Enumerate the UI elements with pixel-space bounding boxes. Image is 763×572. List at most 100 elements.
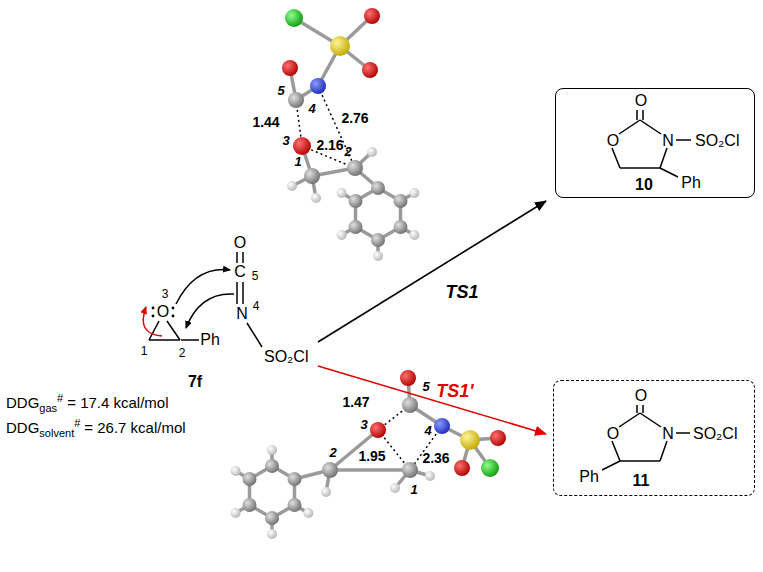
atom-number: 4 (308, 102, 315, 115)
ts1-prime-model-part-part (267, 445, 277, 455)
ts1-prime-model-part-part (250, 466, 295, 518)
ts1-model-part-part (409, 188, 419, 198)
product-box: O O N SO₂ClPh 10 (555, 88, 755, 198)
product-11-bonds-part (676, 432, 690, 434)
product-10-bonds-part (620, 167, 660, 169)
ts1-model-part-part (282, 60, 298, 76)
ts1-model-part-part (349, 194, 363, 208)
energy-line: DDGgas#= 17.4 kcal/mol (6, 392, 169, 415)
atom-symbol: C (234, 264, 246, 280)
energy-text: # (57, 392, 63, 404)
atom-number: 1 (410, 483, 417, 496)
product-10-bonds-part (660, 148, 667, 168)
product-10-bonds-part (676, 139, 691, 141)
compound-number: 10 (635, 177, 653, 193)
atom-symbol: Ph (579, 469, 599, 485)
ts1-model-part-part (287, 181, 297, 191)
product-box-dashed: OONSO₂ClPh11 (553, 380, 755, 496)
ts1-prime-model-part-part (425, 471, 435, 481)
ts1-model-part-part (285, 9, 303, 27)
distance-label: 1.95 (358, 449, 385, 463)
energy-text: DDG (6, 419, 39, 436)
product-11-bonds-part (612, 441, 620, 461)
curved-arrows (143, 270, 234, 336)
product-11-bonds-part (619, 413, 640, 427)
ts1-prime-model-part-part (322, 462, 338, 478)
transition-state-label: TS1' (436, 382, 473, 400)
atom-symbol: O (607, 133, 619, 149)
curved-arrows-part (176, 270, 230, 304)
distance-label: 2.36 (422, 451, 449, 465)
ts1-prime-model-part-part (321, 487, 331, 497)
atom-symbol: Ph (200, 332, 220, 348)
atom-number: 4 (424, 424, 431, 437)
ts1-prime-model-part-part (243, 472, 257, 486)
distance-label: 1.47 (342, 395, 369, 409)
atom-number: 1 (141, 345, 148, 357)
product-10-bonds-part (640, 120, 661, 134)
ts1-prime-model-part-part (481, 459, 499, 477)
atom-symbol: N (236, 306, 248, 322)
reactant-structure-part (247, 323, 262, 347)
ts1-prime-model-part-part (390, 483, 400, 493)
ts1-prime-model-part-part (265, 459, 279, 473)
ts1-model-part-part (373, 251, 383, 261)
product-11-bonds (602, 405, 690, 470)
atom-number: 2 (179, 347, 186, 359)
atom-symbol: N (662, 133, 674, 149)
atom-symbol: O (635, 388, 647, 404)
reaction-arrows (318, 201, 546, 434)
energy-text: = 17.4 kcal/mol (67, 394, 168, 411)
distance-label: 2.76 (341, 111, 368, 125)
product-11-bonds-part (642, 405, 644, 413)
energy-line: DDGsolvent#= 26.7 kcal/mol (6, 417, 186, 440)
ts1-prime-model-part-part (400, 370, 416, 386)
reactant-structure-part (236, 282, 238, 304)
reactant-structure-part (149, 339, 180, 341)
atom-number: 3 (162, 288, 169, 300)
transition-state-label: TS1 (445, 283, 478, 301)
atom-symbol: SO₂Cl (264, 349, 308, 365)
energy-text: = 26.7 kcal/mol (84, 419, 185, 436)
ts1-model-part-part (364, 8, 380, 24)
ts1-prime-model-part-part (330, 468, 410, 472)
ts1-prime-model-part-part (370, 422, 386, 438)
ts1-model (282, 8, 419, 261)
reactant-structure-part (167, 321, 180, 340)
product-10-bonds (612, 110, 691, 177)
ts1-model-part-part (371, 181, 385, 195)
ts1-prime-model-part-part (402, 397, 418, 413)
product-11-bonds-part (620, 460, 660, 462)
ts1-model-part-part (347, 160, 363, 176)
curved-arrows-part (186, 294, 234, 328)
ts1-prime-model-part-part (454, 460, 470, 476)
atom-symbol: O (234, 235, 246, 251)
distance-label: 1.44 (252, 115, 279, 129)
ts1-prime-model-part-part (231, 466, 241, 476)
ts1-model-part (290, 16, 414, 256)
reactant-structure-part (242, 282, 244, 304)
energy-text: gas (39, 402, 57, 414)
atom-number: 5 (422, 380, 429, 393)
energy-text: # (74, 417, 80, 429)
ts1-model-part-part (288, 92, 304, 108)
ts1-prime-model (231, 370, 506, 539)
atom-symbol: SO₂Cl (695, 133, 739, 149)
ts1-model-part-part (362, 62, 378, 78)
atom-number: 3 (282, 134, 289, 147)
ts1-model-part-part (311, 193, 321, 203)
reactant-structure (149, 252, 262, 347)
ts1-model-part-part (371, 233, 385, 247)
product-10-bonds-part (642, 110, 644, 120)
ts1-model-part (296, 86, 355, 168)
atom-symbol: Ph (681, 175, 701, 191)
product-10-bonds-part (619, 120, 640, 134)
ts1-model-part-part (349, 220, 363, 234)
atom-number: 2 (329, 446, 336, 459)
atom-symbol: O (635, 93, 647, 109)
atom-number: 5 (252, 270, 259, 282)
lone-pair-dots-part (152, 315, 155, 318)
compound-number: 11 (633, 473, 650, 489)
ts1-model-part-part (337, 188, 347, 198)
ts1-prime-model-part-part (288, 498, 302, 512)
